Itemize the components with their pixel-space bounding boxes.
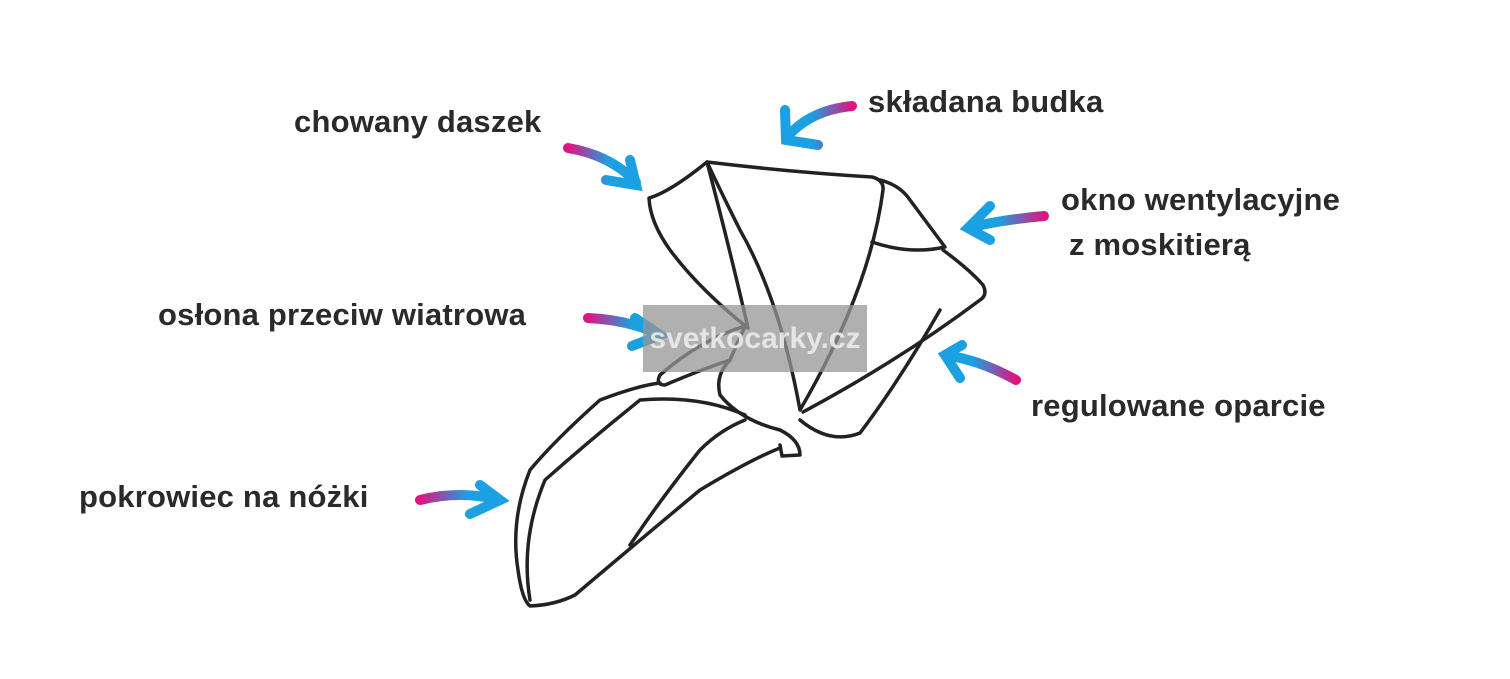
footmuff-mid [628, 418, 747, 547]
footmuff-inner [525, 397, 747, 602]
label-windshield: osłona przeciw wiatrowa [158, 297, 527, 332]
seat-outline [798, 308, 942, 439]
visor-outline [647, 160, 750, 330]
arrow-visor-icon [563, 143, 643, 192]
label-footmuff: pokrowiec na nóżki [79, 479, 369, 514]
arrow-backrest-icon [937, 340, 1021, 385]
label-hood: składana budka [868, 84, 1104, 119]
watermark: svetkocarky.cz [643, 305, 867, 372]
arrow-footmuff-icon [415, 480, 510, 519]
label-visor: chowany daszek [294, 104, 542, 139]
arrow-hood-icon [780, 101, 857, 150]
seat-front [717, 358, 802, 458]
arrow-vent-icon [959, 201, 1049, 245]
label-vent-line1: okno wentylacyjne [1061, 182, 1341, 217]
label-backrest: regulowane oparcie [1031, 388, 1326, 423]
backrest-outline [801, 248, 987, 414]
label-vent-line2: z moskitierą [1069, 227, 1251, 262]
footmuff-outline [513, 381, 782, 608]
hood-outline [705, 160, 885, 412]
vent-outline [870, 178, 947, 252]
